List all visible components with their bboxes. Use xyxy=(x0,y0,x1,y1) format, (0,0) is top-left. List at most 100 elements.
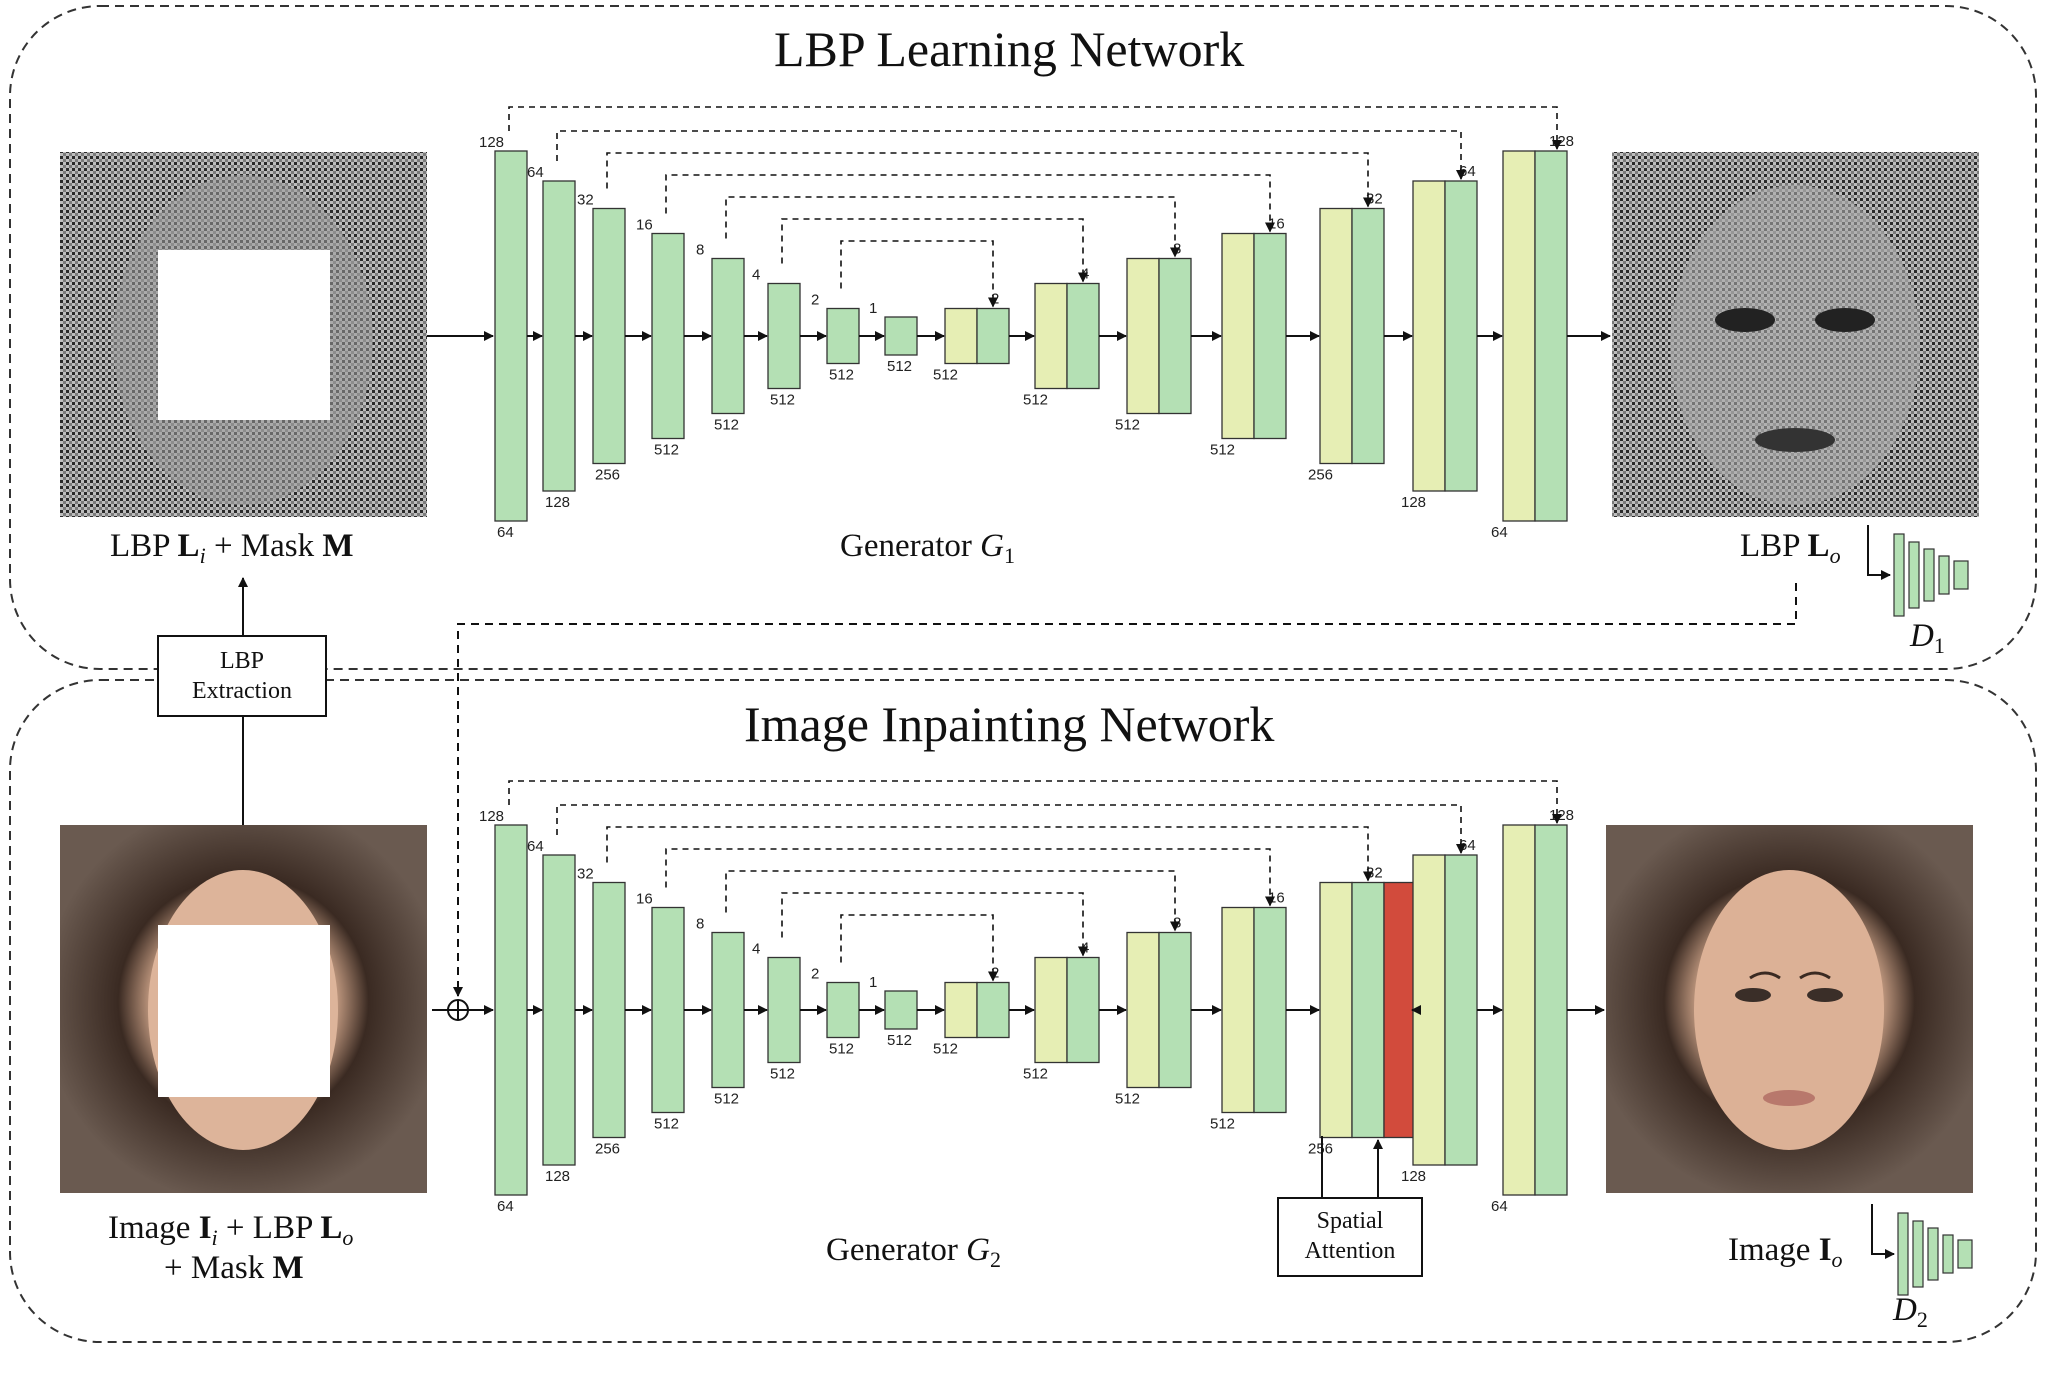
bottom-encoder-bottom-label-2: 128 xyxy=(545,1168,570,1185)
d1-layer-2 xyxy=(1908,541,1920,609)
d2-layer-1 xyxy=(1897,1212,1909,1296)
bottom-skip-connection-5 xyxy=(725,870,1180,932)
bottom-decoder-skip-block-3 xyxy=(1126,931,1160,1089)
bottom-encoder-top-label-7: 2 xyxy=(811,966,819,983)
d1-input-arrow xyxy=(1867,525,1891,580)
top-encoder-bottom-label-4: 512 xyxy=(654,442,679,459)
bottom-decoder-bottom-label-2: 512 xyxy=(1023,1066,1048,1083)
bottom-decoder-bottom-label-6: 128 xyxy=(1401,1168,1426,1185)
discriminator-d1 xyxy=(1867,525,1969,617)
bottom-encoder-block-5 xyxy=(711,931,745,1089)
bottom-encoder-top-label-8: 1 xyxy=(869,974,877,991)
top-encoder-block-6 xyxy=(767,282,801,390)
top-decoder-block-2 xyxy=(1066,282,1100,390)
face-input-caption-line2: + Mask M xyxy=(164,1250,304,1286)
top-decoder-bottom-label-2: 512 xyxy=(1023,392,1048,409)
bottom-decoder-skip-block-7 xyxy=(1502,824,1536,1196)
top-encoder-block-5 xyxy=(711,257,745,415)
bottom-encoder-top-label-1: 128 xyxy=(479,808,504,825)
bottom-encoder-bottom-label-4: 512 xyxy=(654,1116,679,1133)
top-skip-connection-4 xyxy=(665,174,1275,233)
lbp-extraction-box xyxy=(157,635,327,717)
bottom-decoder-block-2 xyxy=(1066,956,1100,1064)
top-generator: 1286464128322561651285124512251215122512… xyxy=(427,106,1611,541)
top-skip-connection-6 xyxy=(781,218,1088,283)
top-decoder-bottom-label-7: 64 xyxy=(1491,524,1508,541)
bottom-decoder-skip-block-4 xyxy=(1221,906,1255,1114)
face-input-image xyxy=(60,825,427,1193)
top-decoder-skip-block-3 xyxy=(1126,257,1160,415)
bottom-decoder-skip-block-6 xyxy=(1412,854,1446,1166)
bottom-skip-connection-7 xyxy=(840,914,998,982)
d2-layer-4 xyxy=(1942,1234,1954,1274)
discriminator-d1-label: D1 xyxy=(1910,618,1945,658)
top-encoder-top-label-3: 32 xyxy=(577,192,594,209)
generator-g1-caption: Generator G1 xyxy=(840,528,1016,568)
top-decoder-skip-block-1 xyxy=(944,307,978,365)
top-decoder-block-4 xyxy=(1253,232,1287,440)
bottom-skip-connection-6 xyxy=(781,892,1088,957)
bottom-decoder-block-7 xyxy=(1534,824,1568,1196)
d2-layer-2 xyxy=(1912,1220,1924,1288)
bottom-encoder-bottom-label-8: 512 xyxy=(887,1032,912,1049)
bottom-decoder-bottom-label-1: 512 xyxy=(933,1041,958,1058)
top-encoder-bottom-label-2: 128 xyxy=(545,494,570,511)
top-skip-connection-1 xyxy=(508,106,1562,150)
top-decoder-block-3 xyxy=(1158,257,1192,415)
top-skip-connection-3 xyxy=(606,152,1373,208)
bottom-decoder-bottom-label-5: 256 xyxy=(1308,1141,1333,1158)
bottom-skip-connection-1 xyxy=(508,780,1562,824)
top-skip-connection-5 xyxy=(725,196,1180,258)
top-decoder-skip-block-7 xyxy=(1502,150,1536,522)
bottom-decoder-top-label-7: 128 xyxy=(1549,807,1574,824)
bottom-encoder-block-6 xyxy=(767,956,801,1064)
top-panel-title: LBP Learning Network xyxy=(774,21,1245,77)
top-decoder-bottom-label-6: 128 xyxy=(1401,494,1426,511)
top-encoder-bottom-label-7: 512 xyxy=(829,367,854,384)
top-encoder-top-label-4: 16 xyxy=(636,217,653,234)
bottom-decoder-block-5 xyxy=(1351,881,1385,1139)
bottom-encoder-block-2 xyxy=(542,854,576,1166)
bottom-skip-connection-3 xyxy=(606,826,1373,882)
top-decoder-bottom-label-5: 256 xyxy=(1308,467,1333,484)
d1-layer-1 xyxy=(1893,533,1905,617)
top-encoder-bottom-label-5: 512 xyxy=(714,417,739,434)
bottom-decoder-block-1 xyxy=(976,981,1010,1039)
bottom-encoder-block-1 xyxy=(494,824,528,1196)
bottom-decoder-bottom-label-3: 512 xyxy=(1115,1091,1140,1108)
bottom-encoder-block-4 xyxy=(651,906,685,1114)
lbp-input-caption: LBP Li + Mask M xyxy=(110,528,354,568)
top-encoder-bottom-label-3: 256 xyxy=(595,467,620,484)
top-decoder-skip-block-2 xyxy=(1034,282,1068,390)
lbp-output-caption: LBP Lo xyxy=(1740,528,1841,568)
top-decoder-block-1 xyxy=(976,307,1010,365)
top-encoder-top-label-8: 1 xyxy=(869,300,877,317)
bottom-decoder-block-6 xyxy=(1444,854,1478,1166)
top-encoder-bottom-label-6: 512 xyxy=(770,392,795,409)
top-encoder-bottom-label-1: 64 xyxy=(497,524,514,541)
top-encoder-top-label-1: 128 xyxy=(479,134,504,151)
bottom-decoder-skip-block-5 xyxy=(1319,881,1353,1139)
top-decoder-block-7 xyxy=(1534,150,1568,522)
bottom-skip-connection-4 xyxy=(665,848,1275,907)
d2-layer-5 xyxy=(1957,1239,1973,1269)
bottom-encoder-top-label-3: 32 xyxy=(577,866,594,883)
bottom-encoder-top-label-4: 16 xyxy=(636,891,653,908)
bottom-encoder-bottom-label-7: 512 xyxy=(829,1041,854,1058)
top-encoder-block-7 xyxy=(826,307,860,365)
bottom-decoder-block-4 xyxy=(1253,906,1287,1114)
top-decoder-skip-block-6 xyxy=(1412,180,1446,492)
d1-layer-3 xyxy=(1923,548,1935,602)
face-input-caption-line1: Image Ii + LBP Lo xyxy=(108,1210,354,1250)
top-decoder-block-5 xyxy=(1351,207,1385,465)
top-skip-connection-2 xyxy=(556,130,1466,180)
top-decoder-skip-block-4 xyxy=(1221,232,1255,440)
bottom-encoder-block-3 xyxy=(592,881,626,1139)
bottom-encoder-top-label-2: 64 xyxy=(527,838,544,855)
lbp-feedback-dashed xyxy=(453,583,1797,997)
top-encoder-block-3 xyxy=(592,207,626,465)
lbp-input-mask xyxy=(158,250,330,420)
